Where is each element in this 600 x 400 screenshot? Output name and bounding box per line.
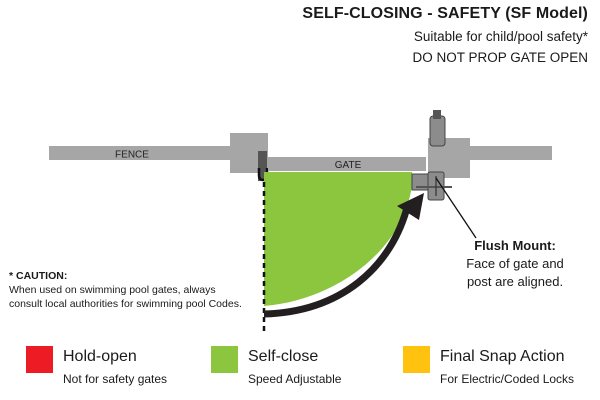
right-fence-bar	[466, 146, 552, 160]
fence-bar	[49, 146, 234, 160]
arrow-head	[397, 193, 424, 220]
hold-open-swatch	[26, 346, 53, 373]
legend-label: Final Snap Action	[440, 348, 565, 365]
legend-sub: Speed Adjustable	[248, 372, 342, 386]
caution-line-2: consult local authorities for swimming p…	[9, 298, 242, 310]
latch-knob	[433, 110, 441, 119]
caution-heading: * CAUTION:	[9, 270, 68, 282]
self-close-zone	[264, 172, 412, 306]
gate-bar	[268, 157, 426, 171]
legend-label: Hold-open	[63, 348, 137, 365]
legend-sub: For Electric/Coded Locks	[440, 372, 575, 386]
legend-label: Self-close	[248, 348, 319, 365]
final-snap-swatch	[403, 346, 430, 373]
gate-label: GATE	[335, 160, 362, 171]
flush-pointer	[435, 177, 477, 239]
caution-line-1: When used on swimming pool gates, always	[9, 284, 216, 296]
warning-text: DO NOT PROP GATE OPEN	[412, 50, 588, 65]
latch-top	[429, 115, 446, 147]
caution-note: * CAUTION: When used on swimming pool ga…	[9, 269, 242, 311]
fence-label: FENCE	[115, 150, 149, 161]
flush-mount-line-2: post are aligned.	[466, 274, 564, 289]
legend-sub: Not for safety gates	[63, 372, 168, 386]
closing-arrow	[263, 203, 412, 318]
subtitle: Suitable for child/pool safety*	[413, 29, 588, 44]
flush-mount-heading: Flush Mount:	[474, 238, 556, 253]
flush-mount-note: Flush Mount: Face of gate and post are a…	[455, 237, 575, 291]
page-title: SELF-CLOSING - SAFETY (SF Model)	[302, 5, 588, 22]
self-close-swatch	[211, 346, 238, 373]
hinge-plate	[258, 151, 267, 181]
flush-mount-line-1: Face of gate and	[466, 256, 564, 271]
